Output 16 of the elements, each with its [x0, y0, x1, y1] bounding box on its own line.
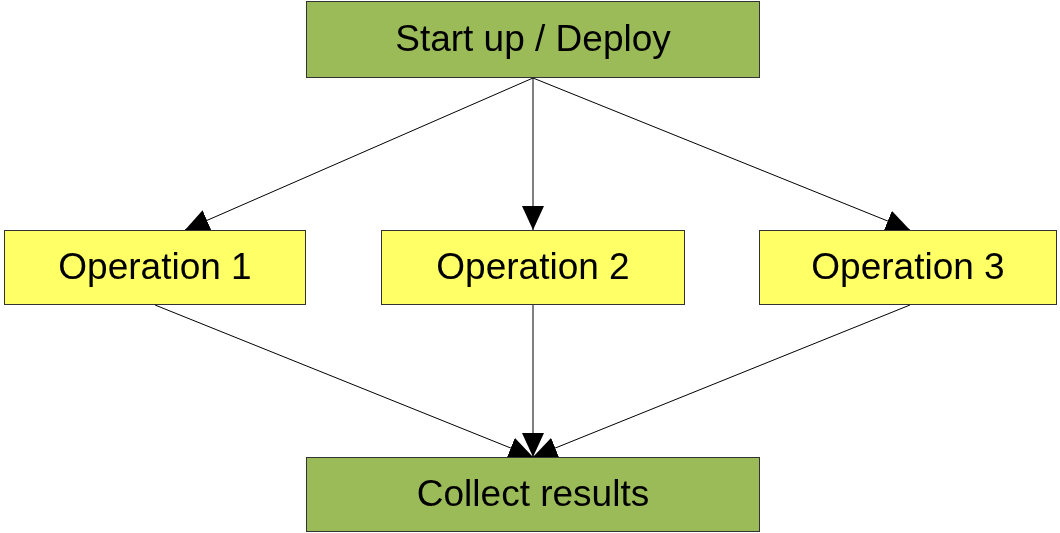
box-label: Start up / Deploy	[395, 17, 671, 62]
process-box	[381, 230, 685, 305]
process-box	[306, 457, 760, 532]
arrow	[184, 77, 534, 231]
arrow	[532, 77, 911, 232]
arrow	[522, 304, 544, 458]
arrow	[154, 304, 534, 459]
box-label: Collect results	[416, 472, 650, 517]
arrow	[522, 77, 544, 231]
process-box	[306, 1, 760, 78]
process-box	[759, 230, 1057, 305]
arrow	[532, 304, 911, 459]
box-label: Operation 3	[811, 245, 1005, 290]
process-box	[4, 230, 306, 305]
box-label: Operation 2	[436, 245, 630, 290]
box-label: Operation 1	[58, 245, 252, 290]
